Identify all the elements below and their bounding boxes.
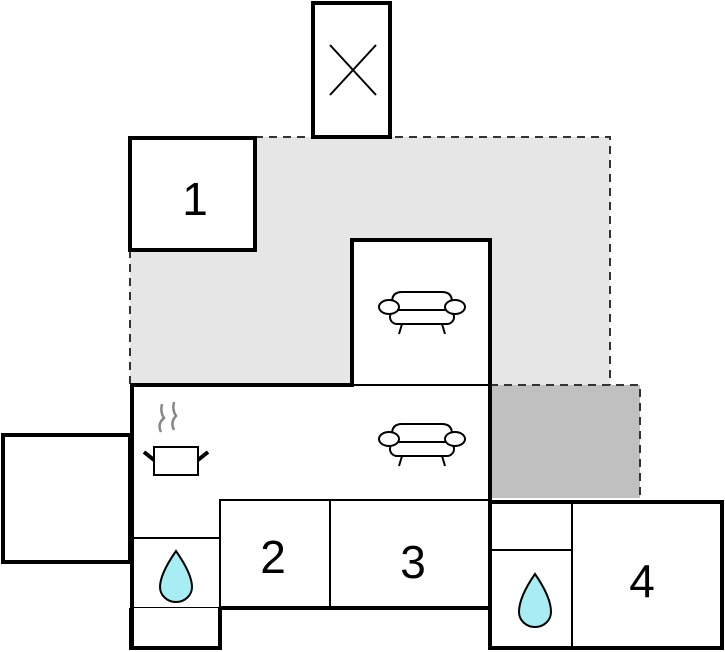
room-3-label: 3 [400,536,426,588]
left-annex [1,433,132,564]
right-block [488,500,724,650]
sofa-icon [378,423,466,467]
water-drop-icon [158,549,194,603]
room-2-label: 2 [260,531,286,583]
terrace-covered [490,385,640,498]
bathroom-left-lower [129,608,222,650]
closed-room-x-icon [329,44,377,96]
cooking-pot-icon [142,401,210,476]
room-1 [128,136,257,252]
room-3 [329,499,491,609]
water-drop-icon [517,572,553,628]
main-walls [130,238,492,500]
sofa-icon [378,291,466,335]
closed-room [311,1,392,139]
room-1-label: 1 [182,173,208,225]
room-4-label: 4 [629,555,655,607]
covered-terrace-dashed-border [490,384,641,498]
